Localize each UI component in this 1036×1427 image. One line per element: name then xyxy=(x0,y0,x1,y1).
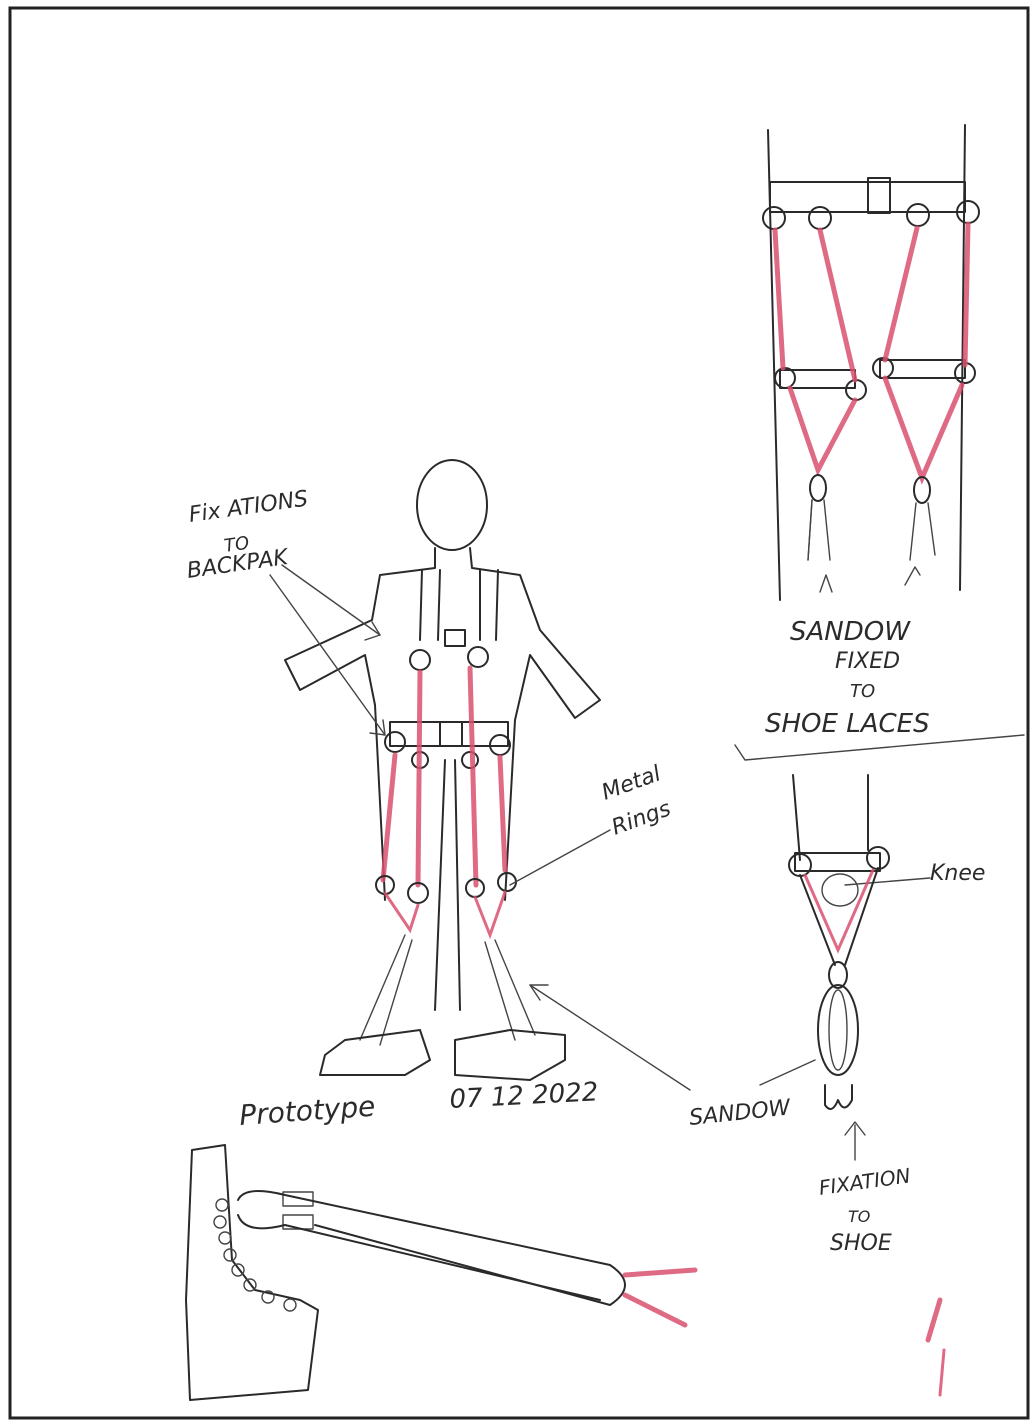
label-sandow-fixed-2: FIXED xyxy=(835,649,900,674)
label-fixation-shoe-2: TO xyxy=(848,1207,870,1226)
label-fixation-shoe-3: SHOE xyxy=(830,1231,892,1256)
label-knee: Knee xyxy=(930,861,985,886)
label-sandow-fixed-1: SANDOW xyxy=(790,617,911,647)
label-sandow-fixed-3: TO xyxy=(850,681,875,702)
label-sandow-fixed-4: SHOE LACES xyxy=(765,709,930,739)
